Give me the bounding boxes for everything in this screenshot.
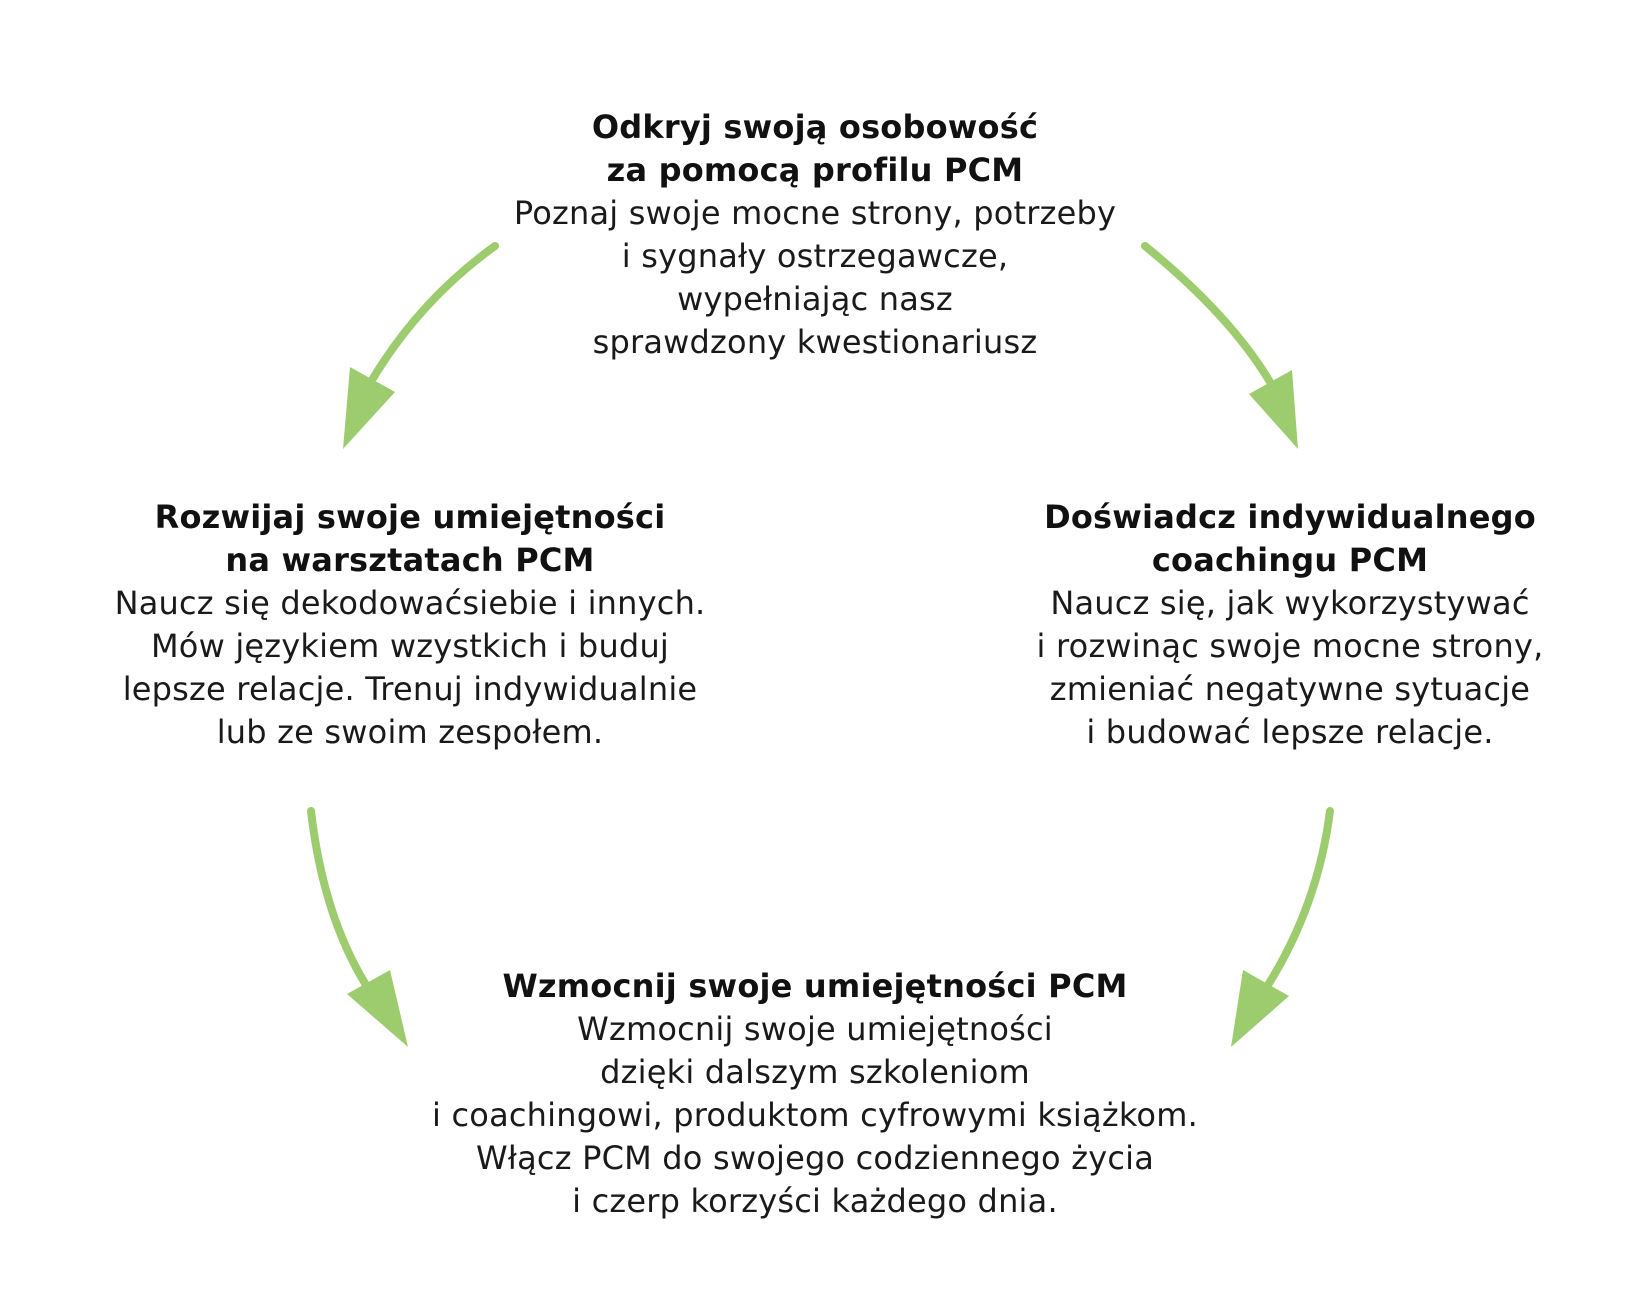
node-top-title: Odkryj swoją osobowość za pomocą profilu…: [415, 106, 1215, 192]
node-right-title-line: Doświadcz indywidualnego: [1044, 498, 1536, 536]
node-left-title-line: Rozwijaj swoje umiejętności: [154, 498, 666, 536]
node-top-body-line: sprawdzony kwestionariusz: [592, 323, 1038, 361]
node-top-title-line: za pomocą profilu PCM: [606, 151, 1024, 189]
node-top-body: Poznaj swoje mocne strony, potrzeby i sy…: [415, 192, 1215, 364]
node-bottom-body: Wzmocnij swoje umiejętności dzięki dalsz…: [335, 1008, 1295, 1223]
node-right-title-line: coachingu PCM: [1151, 541, 1429, 579]
node-top-body-line: wypełniając nasz: [677, 280, 953, 318]
node-right-body-line: i budować lepsze relacje.: [1086, 713, 1494, 751]
node-left-title: Rozwijaj swoje umiejętności na warsztata…: [30, 496, 790, 582]
node-right-body-line: zmieniać negatywne sytuacje: [1049, 670, 1531, 708]
arrow-top-right-head: [1249, 370, 1298, 449]
node-bottom-body-line: dzięki dalszym szkoleniom: [600, 1053, 1030, 1091]
node-bottom: Wzmocnij swoje umiejętności PCM Wzmocnij…: [335, 965, 1295, 1223]
node-left-body-line: lub ze swoim zespołem.: [216, 713, 604, 751]
arrow-right-bottom-head: [1231, 970, 1289, 1047]
arrow-left-bottom-shaft: [307, 807, 370, 989]
arrow-left-bottom-head: [347, 970, 408, 1047]
node-bottom-body-line: i coachingowi, produktom cyfrowymi książ…: [432, 1096, 1198, 1134]
node-bottom-title-line: Wzmocnij swoje umiejętności PCM: [502, 967, 1128, 1005]
node-left-title-line: na warsztatach PCM: [225, 541, 595, 579]
node-left-body-line: Mów językiem wzystkich i buduj: [150, 627, 670, 665]
node-left-body-line: Naucz się dekodowaćsiebie i innych.: [114, 584, 706, 622]
node-bottom-body-line: i czerp korzyści każdego dnia.: [572, 1182, 1058, 1220]
node-top-title-line: Odkryj swoją osobowość: [591, 108, 1039, 146]
node-right-body-line: i rozwinąc swoje mocne strony,: [1036, 627, 1544, 665]
node-right-title: Doświadcz indywidualnego coachingu PCM: [920, 496, 1630, 582]
arrow-right-bottom-shaft: [1264, 807, 1334, 989]
node-right: Doświadcz indywidualnego coachingu PCM N…: [920, 496, 1630, 754]
node-bottom-body-line: Włącz PCM do swojego codziennego życia: [475, 1139, 1155, 1177]
node-bottom-title: Wzmocnij swoje umiejętności PCM: [335, 965, 1295, 1008]
node-right-body: Naucz się, jak wykorzystywać i rozwinąc …: [920, 582, 1630, 754]
arrow-top-right-shaft: [1141, 242, 1274, 386]
node-top-body-line: i sygnały ostrzegawcze,: [621, 237, 1009, 275]
node-left-body-line: lepsze relacje. Trenuj indywidualnie: [122, 670, 698, 708]
node-top-body-line: Poznaj swoje mocne strony, potrzeby: [513, 194, 1117, 232]
node-left-body: Naucz się dekodowaćsiebie i innych. Mów …: [30, 582, 790, 754]
node-top: Odkryj swoją osobowość za pomocą profilu…: [415, 106, 1215, 364]
arrow-shafts: [307, 242, 1334, 989]
arrow-top-left-shaft: [368, 242, 499, 384]
arrow-heads: [343, 367, 1298, 1047]
node-right-body-line: Naucz się, jak wykorzystywać: [1050, 584, 1530, 622]
node-left: Rozwijaj swoje umiejętności na warsztata…: [30, 496, 790, 754]
arrow-top-left-head: [343, 367, 395, 449]
node-bottom-body-line: Wzmocnij swoje umiejętności: [577, 1010, 1053, 1048]
